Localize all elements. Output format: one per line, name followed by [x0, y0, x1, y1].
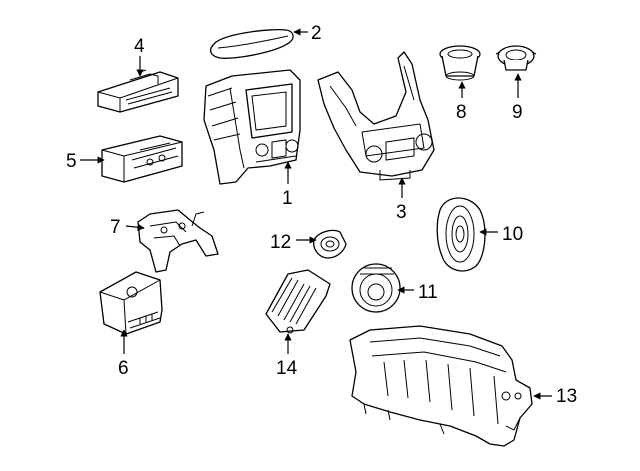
callout-4: 4 [134, 36, 145, 57]
callout-1: 1 [282, 188, 293, 209]
part-11-speaker [351, 263, 401, 313]
part-4-module [97, 69, 179, 113]
callout-11: 11 [418, 282, 438, 303]
part-14-amplifier [265, 269, 331, 334]
callout-14: 14 [276, 358, 298, 379]
callout-7: 7 [110, 217, 121, 238]
callout-3: 3 [396, 202, 407, 223]
part-9-tweeter [495, 45, 537, 71]
part-8-speaker [439, 45, 481, 81]
part-13-enclosure [349, 325, 533, 447]
callout-8: 8 [456, 102, 467, 123]
part-10-door-speaker [436, 197, 486, 272]
callout-13: 13 [556, 386, 577, 407]
part-6-module [99, 271, 163, 335]
callout-2: 2 [311, 23, 322, 44]
callout-6: 6 [118, 358, 129, 379]
part-5-receiver [101, 135, 183, 183]
part-7-bracket [137, 209, 219, 273]
part-12-tweeter [313, 229, 347, 259]
callout-10: 10 [502, 224, 523, 245]
part-2-lid [209, 28, 294, 59]
part-3-trim-panel [317, 51, 435, 181]
callout-9: 9 [512, 102, 523, 123]
callout-12: 12 [270, 232, 291, 253]
part-1-display-bezel [203, 69, 301, 185]
callout-5: 5 [66, 151, 77, 172]
